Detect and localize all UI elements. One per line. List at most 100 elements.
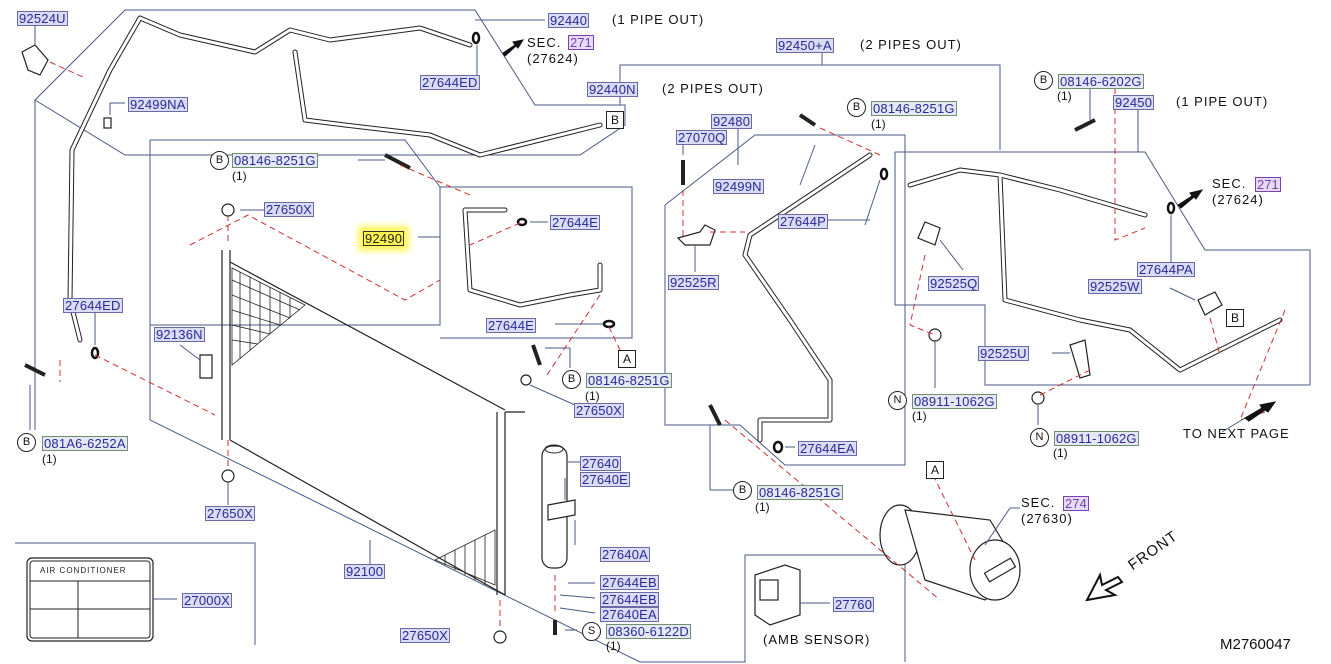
o-ring [879, 167, 889, 181]
part-label-08146-8251G[interactable]: 08146-8251G [871, 101, 957, 116]
clip-92499NA [103, 117, 112, 129]
nut-marker-n: N [1030, 428, 1049, 447]
part-label-08146-8251G[interactable]: 08146-8251G [757, 485, 843, 500]
grommet [520, 374, 532, 386]
part-label-08911-1062G[interactable]: 08911-1062G [912, 394, 997, 409]
sec-label: SEC. [1212, 176, 1247, 191]
part-label-92525Q[interactable]: 92525Q [928, 276, 980, 291]
part-label-27640A[interactable]: 27640A [600, 547, 651, 562]
band-27640E [547, 499, 576, 521]
o-ring [772, 440, 784, 454]
part-label-27644EB[interactable]: 27644EB [600, 592, 659, 607]
part-label-92440N[interactable]: 92440N [587, 82, 638, 97]
part-label-27640E[interactable]: 27640E [580, 472, 631, 487]
part-label-92499NA[interactable]: 92499NA [128, 97, 188, 112]
part-label-92524U[interactable]: 92524U [17, 11, 68, 26]
o-ring [471, 31, 481, 45]
part-label-92450[interactable]: 92450 [1113, 95, 1155, 110]
note-2-pipes-out: (2 PIPES OUT) [662, 81, 764, 96]
bolt [531, 344, 542, 366]
quantity: (1) [585, 389, 600, 403]
group-outline-92480 [664, 134, 906, 466]
part-label-92490-highlighted[interactable]: 92490 [363, 231, 405, 246]
clamp-92525R [676, 224, 716, 246]
part-label-27644EA[interactable]: 27644EA [798, 441, 857, 456]
note-2-pipes-out: (2 PIPES OUT) [860, 37, 962, 52]
sec-ref-271[interactable]: 271 [1255, 177, 1281, 192]
sensor-92136N [199, 354, 213, 379]
part-label-27640EA[interactable]: 27640EA [600, 607, 659, 622]
part-label-27644ED[interactable]: 27644ED [63, 298, 123, 313]
grommet [221, 203, 235, 217]
compressor [879, 504, 1021, 601]
part-label-27760[interactable]: 27760 [833, 597, 875, 612]
clamp-92525W [1197, 291, 1223, 316]
group-outline-92490 [149, 139, 441, 326]
o-ring [516, 217, 528, 227]
nut [928, 328, 942, 342]
part-label-27644E[interactable]: 27644E [550, 215, 601, 230]
bolt-marker-b: B [562, 370, 581, 389]
part-label-92440[interactable]: 92440 [548, 13, 590, 28]
part-label-92136N[interactable]: 92136N [154, 327, 205, 342]
part-label-92480[interactable]: 92480 [711, 114, 753, 129]
quantity: (1) [232, 169, 247, 183]
part-label-27640[interactable]: 27640 [580, 456, 622, 471]
bolt-marker-b: B [847, 98, 866, 117]
nut-marker-n: N [888, 391, 907, 410]
sec-part-ref: (27630) [1021, 511, 1073, 526]
part-label-27644E[interactable]: 27644E [486, 318, 537, 333]
clamp-92525Q [917, 221, 941, 246]
connector-marker-a: A [618, 350, 636, 368]
part-label-92525R[interactable]: 92525R [668, 275, 719, 290]
part-label-08146-8251G[interactable]: 08146-8251G [586, 373, 672, 388]
part-label-08146-6202G[interactable]: 08146-6202G [1058, 74, 1144, 89]
part-label-27650X[interactable]: 27650X [400, 628, 451, 643]
part-label-92525U[interactable]: 92525U [978, 346, 1029, 361]
bolt [384, 153, 411, 170]
part-label-27644ED[interactable]: 27644ED [420, 75, 480, 90]
part-label-08360-6122D[interactable]: 08360-6122D [606, 624, 691, 639]
quantity: (1) [1057, 89, 1072, 103]
connector-marker-a: A [926, 461, 944, 479]
part-label-27000X[interactable]: 27000X [182, 593, 233, 608]
part-label-92499N[interactable]: 92499N [713, 179, 764, 194]
o-ring [1166, 201, 1176, 215]
bolt-marker-b: B [1034, 71, 1053, 90]
part-label-27070Q[interactable]: 27070Q [676, 130, 728, 145]
part-label-08911-1062G[interactable]: 08911-1062G [1054, 431, 1139, 446]
part-label-27644P[interactable]: 27644P [778, 214, 829, 229]
part-label-27644PA[interactable]: 27644PA [1137, 262, 1195, 277]
part-label-27644EB[interactable]: 27644EB [600, 575, 659, 590]
part-label-92525W[interactable]: 92525W [1088, 279, 1142, 294]
part-label-27650X[interactable]: 27650X [264, 202, 315, 217]
bolt-marker-b: B [210, 151, 229, 170]
sec-label: SEC. [1021, 495, 1056, 510]
quantity: (1) [755, 500, 770, 514]
part-label-92100[interactable]: 92100 [344, 564, 386, 579]
bolt [798, 113, 817, 127]
amb-sensor-27760 [754, 564, 801, 626]
sec-ref-271[interactable]: 271 [568, 35, 594, 50]
to-next-page-link[interactable]: TO NEXT PAGE [1183, 426, 1290, 441]
bolt [1074, 118, 1096, 132]
sec-ref-274[interactable]: 274 [1063, 496, 1089, 511]
clamp-92525U [1069, 339, 1091, 379]
front-arrow-icon [1085, 572, 1124, 602]
part-label-27650X[interactable]: 27650X [574, 403, 625, 418]
part-label-081A6-6252A[interactable]: 081A6-6252A [42, 436, 128, 451]
part-label-27650X[interactable]: 27650X [205, 506, 256, 521]
quantity: (1) [1053, 446, 1068, 460]
clip-92524U [21, 44, 49, 76]
diagram-code: M2760047 [1220, 636, 1291, 653]
part-label-08146-8251G[interactable]: 08146-8251G [232, 153, 318, 168]
connector-marker-b: B [606, 111, 624, 129]
bolt-marker-b: B [17, 433, 36, 452]
bolt [708, 404, 722, 426]
condenser-core-mesh [231, 267, 496, 586]
connector-marker-b: B [1226, 309, 1244, 327]
sec-part-ref: (27624) [527, 51, 579, 66]
part-label-92450-A[interactable]: 92450+A [776, 38, 834, 53]
grommet [221, 469, 235, 483]
